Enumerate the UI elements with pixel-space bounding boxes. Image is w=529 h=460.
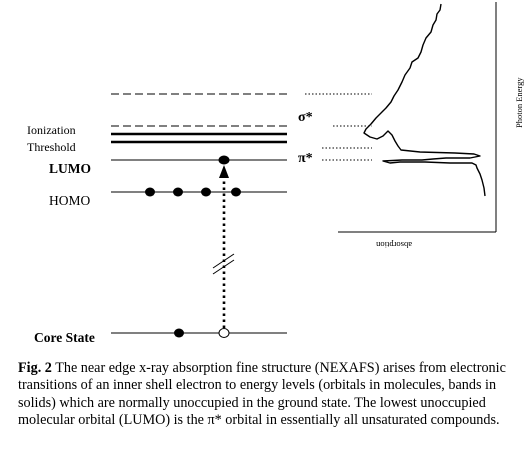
- label-sigma-star: σ*: [298, 110, 313, 125]
- homo-electron-3: [201, 187, 211, 197]
- figure-caption: Fig. 2 The near edge x-ray absorption fi…: [18, 360, 524, 429]
- break-mark-2: [212, 259, 235, 275]
- label-homo: HOMO: [49, 193, 91, 208]
- absorption-spectrum-curve: [363, 3, 486, 197]
- label-lumo: LUMO: [49, 161, 91, 176]
- label-y-axis: Photon Energy: [514, 77, 524, 128]
- homo-electron-4: [231, 187, 241, 197]
- label-threshold: Threshold: [27, 140, 76, 154]
- label-pi-star: π*: [298, 151, 313, 166]
- homo-electron-1: [145, 187, 155, 197]
- label-x-axis: absorption: [375, 240, 412, 250]
- break-mark-1: [212, 253, 235, 269]
- label-ionization: Ionization: [27, 123, 76, 137]
- label-core-state: Core State: [34, 330, 95, 345]
- core-hole: [218, 328, 230, 338]
- caption-text: The near edge x-ray absorption fine stru…: [18, 360, 506, 428]
- core-electron: [174, 328, 184, 338]
- nexafs-diagram: Ionization Threshold LUMO HOMO Core Stat…: [27, 2, 524, 345]
- caption-figure-label: Fig. 2: [18, 360, 52, 376]
- transition-arrow-head: [219, 165, 229, 178]
- lumo-electron: [218, 155, 230, 165]
- homo-electron-2: [173, 187, 183, 197]
